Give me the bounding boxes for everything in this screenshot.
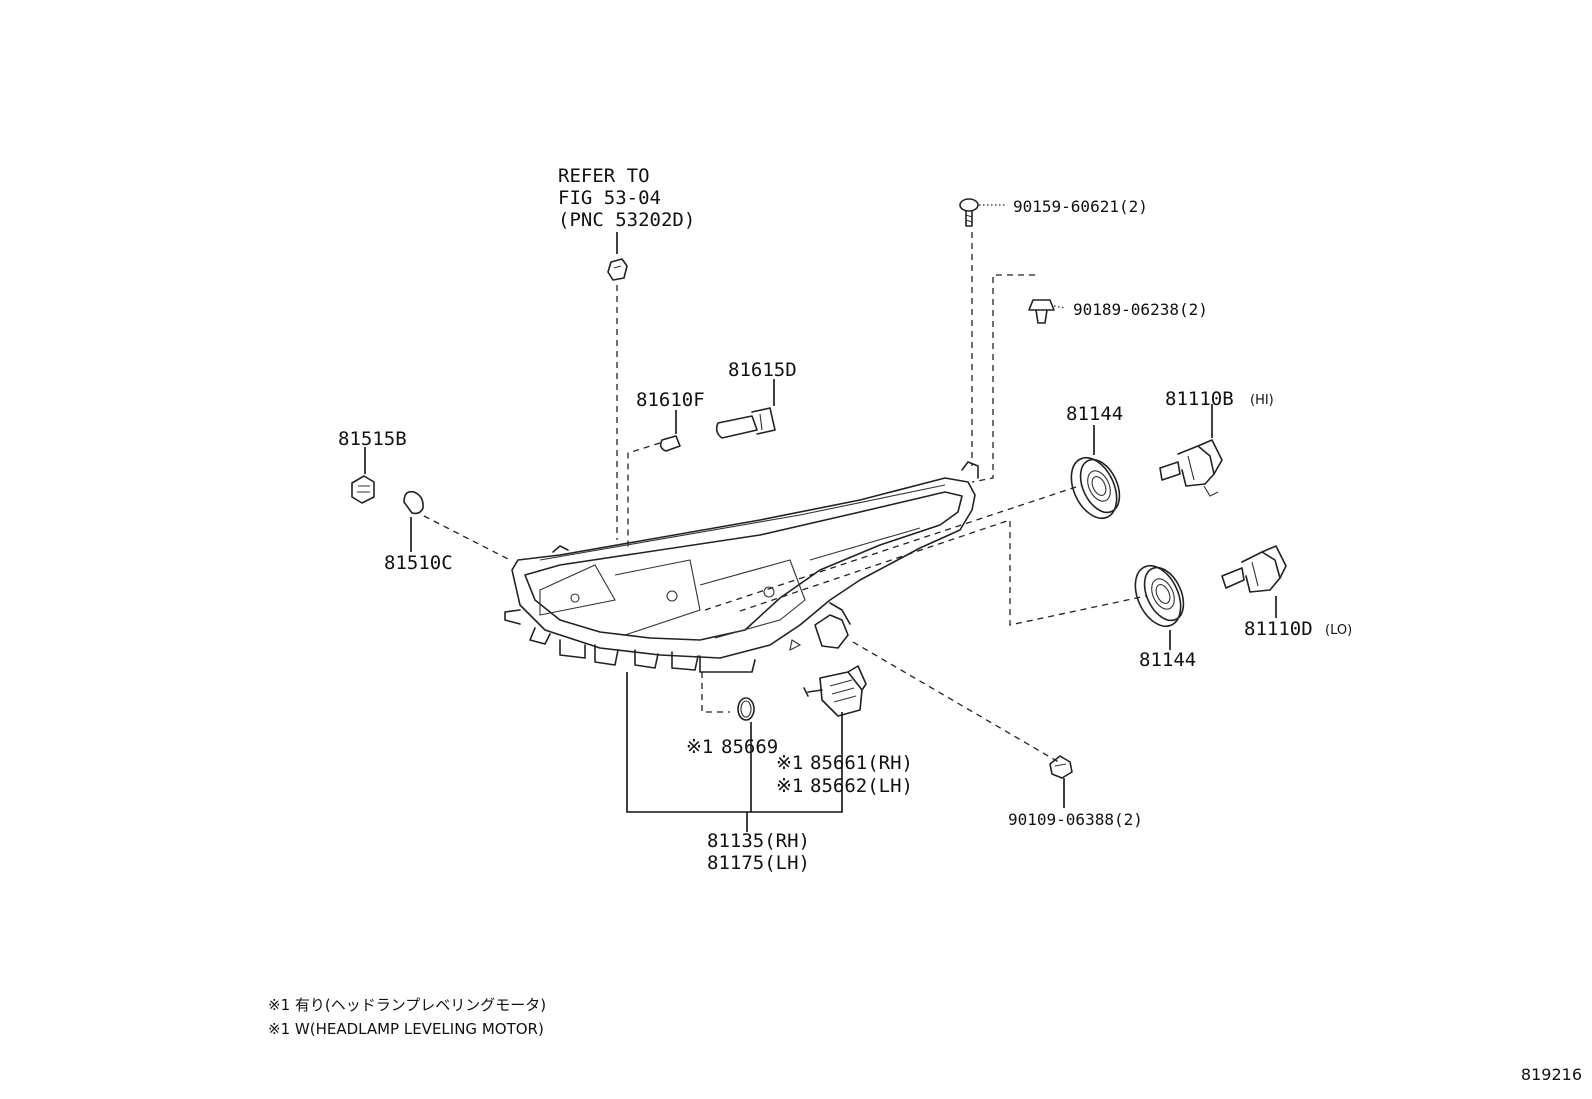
label-81110b-hi: (HI) bbox=[1250, 393, 1274, 408]
refer-clip-part bbox=[607, 258, 628, 281]
label-81515b: 81515B bbox=[338, 428, 407, 450]
label-85669: 85669 bbox=[721, 736, 778, 758]
label-81135: 81135(RH) bbox=[707, 830, 810, 852]
label-90159: 90159-60621(2) bbox=[1013, 197, 1148, 216]
label-81144-bottom: 81144 bbox=[1139, 649, 1196, 671]
bulb-81110b-hi bbox=[1159, 439, 1223, 497]
dust-cover-81144-bottom bbox=[1134, 564, 1185, 628]
refer-line-1: REFER TO bbox=[558, 165, 650, 187]
label-90189: 90189-06238(2) bbox=[1073, 300, 1208, 319]
bulb-81610f bbox=[659, 435, 681, 452]
label-81175: 81175(LH) bbox=[707, 852, 810, 874]
refer-note: REFER TO FIG 53-04 (PNC 53202D) bbox=[558, 165, 695, 231]
mark-85662: ※1 bbox=[776, 775, 803, 797]
label-81110d-lo: (LO) bbox=[1325, 623, 1352, 638]
callout-lines bbox=[364, 204, 1277, 832]
mark-85661: ※1 bbox=[776, 752, 803, 774]
label-85661: 85661(RH) bbox=[810, 752, 913, 774]
leveling-motor-85661-85662 bbox=[803, 665, 867, 717]
label-81110d: 81110D bbox=[1244, 618, 1313, 640]
dust-cover-81144-top bbox=[1070, 456, 1121, 520]
socket-81515b bbox=[351, 475, 375, 504]
figure-number: 819216 bbox=[1521, 1065, 1582, 1084]
label-85662: 85662(LH) bbox=[810, 775, 913, 797]
headlamp-assembly bbox=[504, 461, 979, 673]
refer-line-3: (PNC 53202D) bbox=[558, 209, 695, 231]
label-81110b: 81110B bbox=[1165, 388, 1234, 410]
footnote-japanese: ※1 有り(ヘッドランプレベリングモータ) bbox=[268, 996, 546, 1014]
o-ring-85669 bbox=[737, 697, 755, 721]
socket-81615d bbox=[715, 407, 776, 439]
leader-lines bbox=[423, 232, 1147, 765]
mark-85669: ※1 bbox=[686, 736, 713, 758]
label-81615d: 81615D bbox=[728, 359, 797, 381]
label-81144-top: 81144 bbox=[1066, 403, 1123, 425]
label-90109: 90109-06388(2) bbox=[1008, 810, 1143, 829]
bulb-81510c bbox=[403, 490, 424, 515]
footnote-english: ※1 W(HEADLAMP LEVELING MOTOR) bbox=[268, 1020, 544, 1038]
bolt-90109 bbox=[1049, 755, 1073, 779]
screw-90159 bbox=[959, 198, 979, 227]
footnotes: ※1 有り(ヘッドランプレベリングモータ) ※1 W(HEADLAMP LEVE… bbox=[268, 996, 546, 1038]
refer-line-2: FIG 53-04 bbox=[558, 187, 661, 209]
clip-90189 bbox=[1028, 299, 1055, 324]
label-81610f: 81610F bbox=[636, 389, 705, 411]
label-81510c: 81510C bbox=[384, 552, 453, 574]
bulb-81110d-lo bbox=[1221, 545, 1287, 593]
